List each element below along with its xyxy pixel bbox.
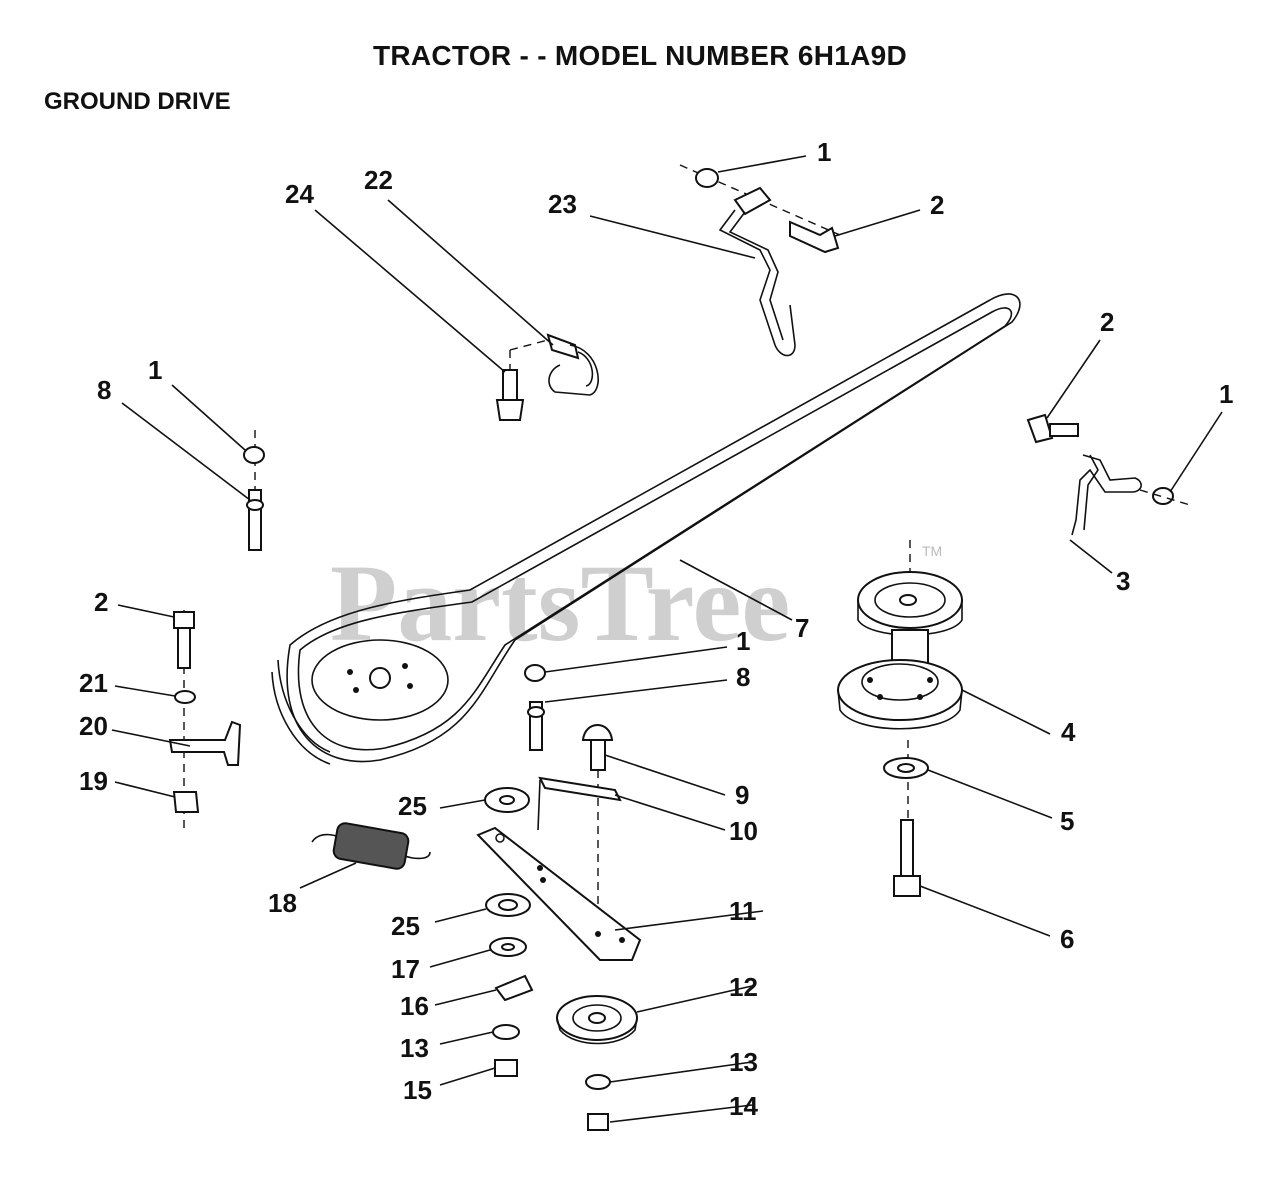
hex-nut-icon xyxy=(695,168,719,188)
callout-13: 13 xyxy=(729,1047,758,1077)
callout-7: 7 xyxy=(795,613,809,643)
idler-pin-8 xyxy=(524,664,546,751)
callout-14: 14 xyxy=(729,1091,758,1121)
callout-8: 8 xyxy=(736,662,750,692)
idler-pulley-12 xyxy=(556,995,638,1131)
callout-23: 23 xyxy=(548,189,577,219)
pin-8-left xyxy=(243,430,265,551)
belt-guide-23 xyxy=(679,164,841,357)
left-stack xyxy=(168,610,242,830)
belt-guide-22 xyxy=(495,333,599,421)
callout-1: 1 xyxy=(148,355,162,385)
callout-18: 18 xyxy=(268,888,297,918)
watermark-tm: TM xyxy=(922,543,942,559)
callout-13: 13 xyxy=(400,1033,429,1063)
callout-15: 15 xyxy=(403,1075,432,1105)
callout-21: 21 xyxy=(79,668,108,698)
callout-10: 10 xyxy=(729,816,758,846)
callout-19: 19 xyxy=(79,766,108,796)
callout-2: 2 xyxy=(930,190,944,220)
pulley-assembly-4 xyxy=(837,540,963,897)
callout-1: 1 xyxy=(1219,379,1233,409)
callout-1: 1 xyxy=(736,626,750,656)
callout-12: 12 xyxy=(729,972,758,1002)
callout-9: 9 xyxy=(735,780,749,810)
callout-6: 6 xyxy=(1060,924,1074,954)
bolt-icon xyxy=(789,220,840,254)
section-title: GROUND DRIVE xyxy=(44,88,231,115)
page-title: TRACTOR - - MODEL NUMBER 6H1A9D xyxy=(372,40,908,71)
callout-16: 16 xyxy=(400,991,429,1021)
callout-2: 2 xyxy=(94,587,108,617)
carriage-bolt-9 xyxy=(537,724,622,935)
callout-11: 11 xyxy=(729,896,757,926)
callout-20: 20 xyxy=(79,711,108,741)
callout-3: 3 xyxy=(1116,566,1130,596)
callout-17: 17 xyxy=(391,954,420,984)
bracket-3 xyxy=(1026,413,1191,536)
callouts: 1 2 23 24 22 2 1 1 8 3 7 2 1 8 21 20 4 1… xyxy=(79,137,1233,1121)
watermark: PartsTree xyxy=(330,542,790,664)
leader-lines xyxy=(111,155,1223,1123)
drive-belt xyxy=(271,293,1021,765)
callout-8: 8 xyxy=(97,375,111,405)
callout-22: 22 xyxy=(364,165,393,195)
idler-arm-11 xyxy=(476,787,642,1077)
callout-25: 25 xyxy=(391,911,420,941)
callout-25: 25 xyxy=(398,791,427,821)
callout-5: 5 xyxy=(1060,806,1074,836)
callout-2: 2 xyxy=(1100,307,1114,337)
callout-1: 1 xyxy=(817,137,831,167)
callout-24: 24 xyxy=(285,179,314,209)
callout-4: 4 xyxy=(1061,717,1076,747)
spring-18 xyxy=(311,822,431,870)
